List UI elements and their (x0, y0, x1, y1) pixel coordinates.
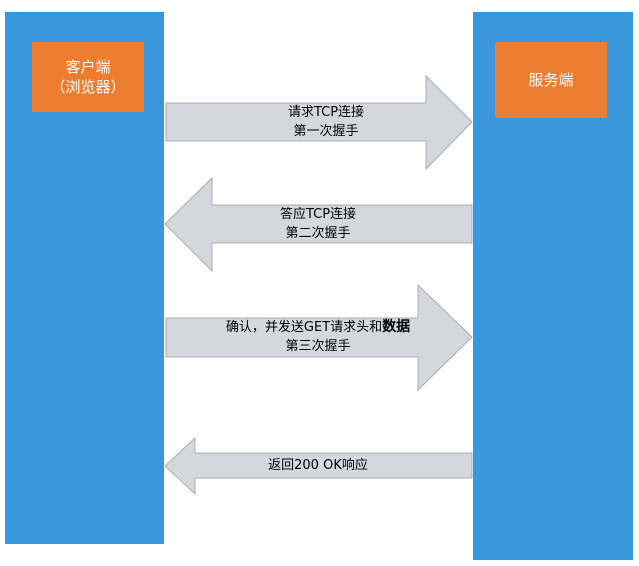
arrow-4-line1: 返回200 OK响应 (268, 458, 368, 473)
arrow-1-line2: 第一次握手 (293, 124, 359, 139)
server-title: 服务端 (528, 71, 574, 89)
arrow-confirm-get (165, 283, 473, 392)
arrow-3-line1: 确认，并发送GET请求头和数据 (185, 318, 451, 337)
client-box: 客户端 （浏览器） (32, 42, 144, 112)
arrow-3-line1-bold: 数据 (382, 319, 411, 335)
arrow-3-line1-text: 确认，并发送GET请求头和 (225, 320, 383, 335)
arrow-1-label: 请求TCP连接 第一次握手 (236, 103, 416, 141)
arrow-4-label: 返回200 OK响应 (228, 456, 408, 475)
arrow-1-line1: 请求TCP连接 (287, 105, 365, 120)
arrow-response-200 (164, 436, 473, 496)
server-box: 服务端 (495, 42, 607, 118)
client-title: 客户端 (65, 58, 111, 76)
arrow-3-label: 确认，并发送GET请求头和数据 第三次握手 (185, 318, 451, 356)
arrow-2-line2: 第二次握手 (285, 226, 351, 241)
client-subtitle: （浏览器） (50, 78, 126, 96)
arrow-3-line2: 第三次握手 (285, 339, 351, 354)
arrow-request-tcp (165, 74, 473, 171)
arrow-2-line1: 答应TCP连接 (279, 207, 357, 222)
arrow-2-label: 答应TCP连接 第二次握手 (228, 205, 408, 243)
arrow-ack-tcp (164, 176, 473, 273)
